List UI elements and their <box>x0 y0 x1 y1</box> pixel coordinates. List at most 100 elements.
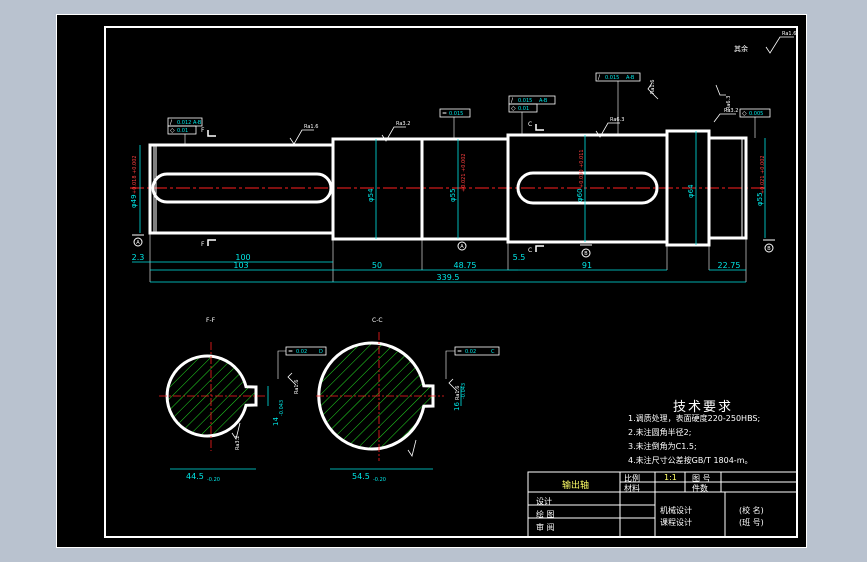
section-ff-title: F-F <box>206 317 216 324</box>
roughness-texts: 其余 Ra1.6 Ra1.6 Ra3.2 Ra6.3 Ra1.6 Ra6.3 R… <box>235 31 796 450</box>
drawing-svg: φ49 φ54 φ55 φ60 φ64 φ55 +0.018 +0.002 +0… <box>56 14 807 548</box>
ra-text-1: Ra1.6 <box>304 124 318 130</box>
tol-frame-3: 0.015 <box>449 111 463 117</box>
len-text-total: 339.5 <box>437 273 460 282</box>
roughness-rest-value: Ra1.6 <box>782 31 796 37</box>
datum-markers <box>132 234 775 258</box>
ra-text-8: Ra1.6 <box>455 386 461 400</box>
len-text-4: 50 <box>372 261 382 270</box>
tol-sym-6: / <box>598 74 601 81</box>
diameter-tol-texts: +0.018 +0.002 +0.021 +0.002 +0.030 +0.01… <box>132 149 766 194</box>
tb-school-line2: (班 号) <box>739 518 764 527</box>
length-dim-texts: 2.3 100 103 50 48.75 5.5 91 22.75 339.5 <box>132 253 741 282</box>
tb-part-name: 输出轴 <box>562 481 590 491</box>
dia-tol-3: +0.030 +0.011 <box>579 149 585 188</box>
tol-frame-4-datum: A-B <box>539 98 548 104</box>
extension-lines <box>149 233 747 282</box>
title-block-grid <box>527 471 798 538</box>
section-ff-width-tol: -0.20 <box>207 477 220 483</box>
tol-frame-8: 0.02 <box>296 349 307 355</box>
roughness-rest-label: 其余 <box>734 44 748 53</box>
section-ff-key-tol: -0.043 <box>279 400 285 416</box>
section-cc-width-tol: -0.20 <box>373 477 386 483</box>
drawing-canvas: φ49 φ54 φ55 φ60 φ64 φ55 +0.018 +0.002 +0… <box>56 14 807 548</box>
diameter-dim-lines <box>139 131 766 245</box>
tol-sym-2: ◇ <box>170 127 175 134</box>
cut-letter-3: C <box>528 121 532 128</box>
datum-letter-1: A <box>136 240 140 246</box>
tb-course-line2: 课程设计 <box>660 518 692 527</box>
tolerance-frame-values: 0.012 A-B 0.01 0.015 0.015 A-B 0.01 0.01… <box>177 75 763 355</box>
tech-req-item-3: 3.未注倒角为C1.5; <box>628 442 697 451</box>
cut-letter-1: F <box>201 127 205 134</box>
dia-tol-1: +0.018 +0.002 <box>132 155 138 194</box>
datum-letters: A A B B <box>136 240 771 257</box>
tb-drawn-label: 绘 图 <box>536 510 555 519</box>
tol-frame-9-datum: C <box>491 349 495 355</box>
tb-scale-label: 比例 <box>624 474 640 483</box>
shaft-body <box>148 129 748 247</box>
tol-sym-1: / <box>170 119 173 126</box>
section-cc-width: 54.5 <box>352 472 370 481</box>
dia-text-1: φ49 <box>130 194 138 208</box>
dia-tol-2: +0.021 +0.002 <box>461 153 467 192</box>
len-text-5: 48.75 <box>454 261 477 270</box>
datum-letter-2: A <box>460 244 464 250</box>
tolerance-leaders <box>184 81 756 379</box>
dia-tol-4: +0.021 +0.002 <box>760 155 766 194</box>
cut-letter-4: C <box>528 247 532 254</box>
tol-sym-5: ◇ <box>511 105 516 112</box>
section-cc-key: 16 <box>453 402 461 411</box>
tb-material-label: 材料 <box>624 484 640 493</box>
inner-frame <box>104 26 798 538</box>
ra-text-7: Ra1.6 <box>294 380 300 394</box>
tol-sym-3: = <box>442 110 447 117</box>
tol-frame-2: 0.01 <box>177 128 188 134</box>
tech-req-item-1: 1.调质处理，表面硬度220-250HBS; <box>628 414 761 423</box>
len-text-1: 2.3 <box>132 253 145 262</box>
dimension-lines <box>132 261 746 283</box>
tol-frame-5: 0.01 <box>518 106 529 112</box>
datum-letter-4: B <box>767 246 771 252</box>
dia-text-4: φ60 <box>576 188 584 202</box>
tol-frame-1-datum: A-B <box>193 120 202 126</box>
tol-frame-8-datum: D <box>319 349 323 355</box>
tol-frame-4: 0.015 <box>518 98 532 104</box>
section-cut-marks <box>207 124 544 252</box>
ra-text-4: Ra1.6 <box>650 80 656 94</box>
dia-text-3: φ55 <box>449 188 457 202</box>
keyway-right <box>516 171 659 205</box>
section-cc-key-tol: -0.043 <box>461 383 467 399</box>
section-ff-width: 44.5 <box>186 472 204 481</box>
len-text-8: 22.75 <box>718 261 741 270</box>
tolerance-frame-symbols: / ◇ = / ◇ / ◇ = = <box>170 74 747 355</box>
tb-drawing-label: 图 号 <box>692 474 711 483</box>
diameter-dim-texts: φ49 φ54 φ55 φ60 φ64 φ55 <box>130 184 764 208</box>
ra-text-3: Ra6.3 <box>610 117 624 123</box>
tol-sym-4: / <box>511 97 514 104</box>
dia-text-5: φ64 <box>687 184 695 198</box>
tb-designer-label: 设计 <box>536 497 552 506</box>
outer-frame <box>56 14 807 548</box>
tb-course-line1: 机械设计 <box>660 506 692 515</box>
tolerance-frame-boxes <box>167 72 771 356</box>
tol-frame-6-datum: A-B <box>626 75 635 81</box>
tech-req-title: 技术要求 <box>673 400 734 415</box>
section-ff-key: 14 <box>272 417 280 426</box>
keyway-left <box>151 172 333 204</box>
len-text-2: 100 <box>235 253 250 262</box>
section-cut-letters: F F C C <box>201 121 532 254</box>
tb-scale-value: 1:1 <box>664 473 677 482</box>
dia-text-6: φ55 <box>756 192 764 206</box>
len-text-3: 103 <box>233 261 248 270</box>
tol-frame-7: 0.005 <box>749 111 763 117</box>
tech-req-item-4: 4.未注尺寸公差按GB/T 1804-m。 <box>628 456 753 465</box>
tech-req-item-2: 2.未注圆角半径2; <box>628 428 692 437</box>
section-cc-title: C-C <box>372 317 383 324</box>
cut-letter-2: F <box>201 241 205 248</box>
len-text-6: 5.5 <box>513 253 526 262</box>
tb-quantity-label: 件数 <box>692 484 708 493</box>
tb-checked-label: 审 阅 <box>536 523 555 532</box>
tol-frame-9: 0.02 <box>465 349 476 355</box>
tb-school-line1: (校 名) <box>739 506 764 515</box>
